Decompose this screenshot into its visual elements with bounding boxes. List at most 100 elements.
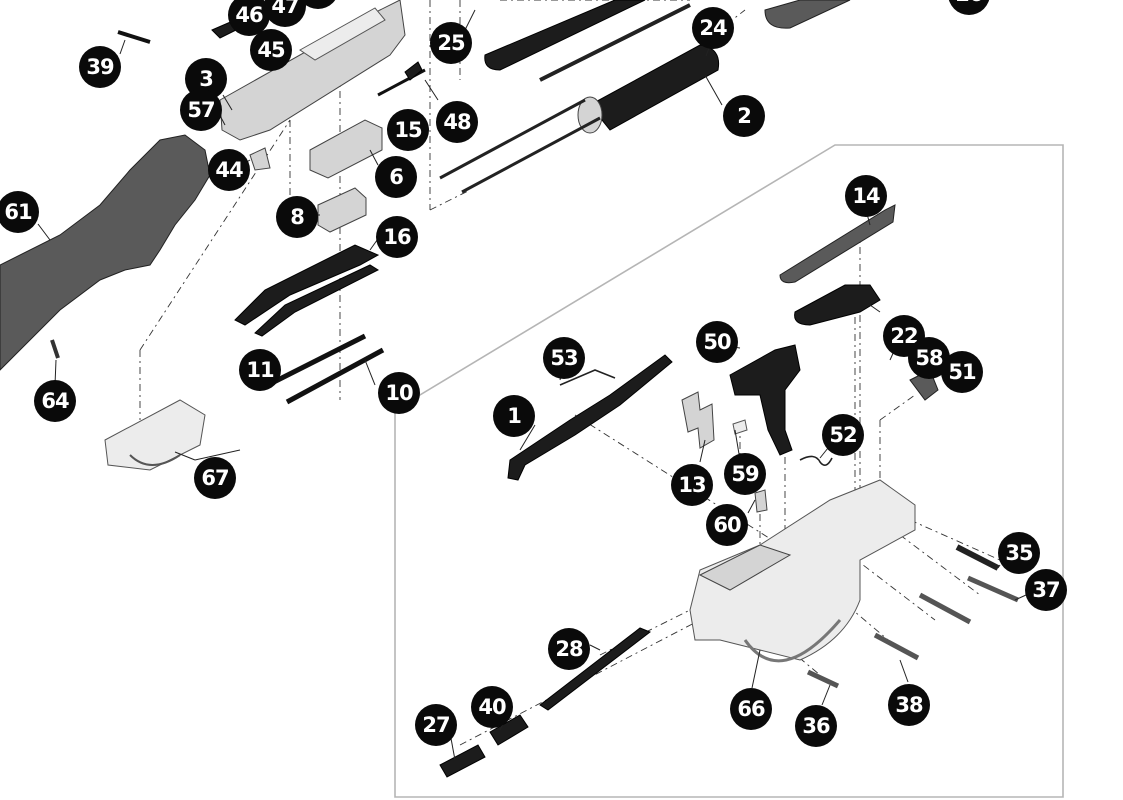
part-14-carrier-dog bbox=[779, 204, 896, 284]
svg-text:24: 24 bbox=[699, 16, 727, 40]
callout-8: 8 bbox=[276, 196, 318, 238]
part-16-action-slide bbox=[234, 244, 380, 337]
callout-50: 50 bbox=[696, 321, 738, 363]
part-64-screw bbox=[50, 339, 60, 359]
svg-text:1: 1 bbox=[507, 404, 521, 428]
svg-text:36: 36 bbox=[802, 714, 830, 738]
part-57-receiver bbox=[219, 0, 406, 141]
part-1-slide-arm bbox=[507, 354, 673, 481]
callout-49: 49 bbox=[300, 0, 336, 9]
part-48-firing-pin bbox=[377, 61, 426, 97]
svg-text:58: 58 bbox=[915, 346, 943, 370]
part-2-barrel bbox=[577, 44, 720, 134]
part-53-spring bbox=[559, 369, 616, 386]
svg-text:6: 6 bbox=[389, 165, 403, 189]
svg-text:64: 64 bbox=[41, 389, 69, 413]
svg-text:48: 48 bbox=[443, 110, 471, 134]
part-15-bolt bbox=[309, 119, 383, 179]
callout-3: 3 bbox=[185, 58, 227, 100]
part-35-pin bbox=[955, 544, 1000, 571]
part-37-pin bbox=[966, 575, 1020, 603]
svg-text:66: 66 bbox=[737, 697, 765, 721]
callout-48: 48 bbox=[436, 101, 478, 143]
callout-35: 35 bbox=[998, 532, 1040, 574]
part-66-trigger-guard bbox=[689, 479, 916, 663]
callout-10: 10 bbox=[378, 372, 420, 414]
callout-61: 61 bbox=[0, 191, 39, 233]
part-52-hammer-spring bbox=[799, 455, 833, 466]
callout-11: 11 bbox=[239, 349, 281, 391]
part-rod-top bbox=[539, 3, 691, 82]
svg-text:35: 35 bbox=[1005, 541, 1033, 565]
callout-37: 37 bbox=[1025, 569, 1067, 611]
callout-67: 67 bbox=[194, 457, 236, 499]
svg-text:60: 60 bbox=[713, 513, 741, 537]
part-27-spring bbox=[439, 744, 486, 778]
callout-13: 13 bbox=[671, 464, 713, 506]
callout-28: 28 bbox=[548, 628, 590, 670]
svg-text:14: 14 bbox=[852, 184, 880, 208]
svg-text:40: 40 bbox=[478, 695, 506, 719]
part-67-trigger-group-small bbox=[104, 399, 206, 471]
svg-text:50: 50 bbox=[703, 330, 731, 354]
svg-text:57: 57 bbox=[187, 98, 214, 122]
callout-14: 14 bbox=[845, 175, 887, 217]
svg-text:51: 51 bbox=[948, 360, 976, 384]
callout-66: 66 bbox=[730, 688, 772, 730]
svg-text:52: 52 bbox=[829, 423, 856, 447]
svg-text:44: 44 bbox=[215, 158, 243, 182]
part-25-magazine-tube bbox=[484, 0, 646, 71]
svg-text:8: 8 bbox=[290, 205, 304, 229]
callout-60: 60 bbox=[706, 504, 748, 546]
callout-39: 39 bbox=[79, 46, 121, 88]
svg-text:16: 16 bbox=[383, 225, 411, 249]
svg-text:25: 25 bbox=[437, 31, 465, 55]
svg-text:38: 38 bbox=[895, 693, 923, 717]
svg-text:27: 27 bbox=[422, 713, 449, 737]
callout-59: 59 bbox=[724, 453, 766, 495]
callout-24: 24 bbox=[692, 7, 734, 49]
svg-text:3: 3 bbox=[199, 67, 213, 91]
svg-text:28: 28 bbox=[555, 637, 583, 661]
detail-inset-frame bbox=[394, 144, 1064, 798]
part-11-rail bbox=[260, 333, 367, 391]
callout-51: 51 bbox=[941, 351, 983, 393]
callout-52: 52 bbox=[822, 414, 864, 456]
part-60-pin bbox=[754, 489, 768, 513]
callout-26: 26 bbox=[948, 0, 990, 15]
part-36-pin bbox=[806, 669, 840, 689]
part-8-bolt-slide bbox=[317, 187, 367, 233]
callout-57: 57 bbox=[180, 89, 222, 131]
callout-25: 25 bbox=[430, 22, 472, 64]
callout-53: 53 bbox=[543, 337, 585, 379]
callout-6: 6 bbox=[375, 156, 417, 198]
callout-58: 58 bbox=[908, 337, 950, 379]
callout-46: 46 bbox=[228, 0, 270, 36]
part-38-pin-b bbox=[873, 632, 920, 661]
part-40-plunger bbox=[489, 714, 529, 746]
svg-text:39: 39 bbox=[86, 55, 114, 79]
svg-text:45: 45 bbox=[257, 38, 285, 62]
callout-1: 1 bbox=[493, 395, 535, 437]
part-39-pin bbox=[117, 30, 151, 44]
part-action-bars bbox=[439, 98, 601, 194]
callout-47: 47 bbox=[264, 0, 306, 27]
svg-text:53: 53 bbox=[550, 346, 577, 370]
callout-36: 36 bbox=[795, 705, 837, 747]
svg-text:15: 15 bbox=[394, 118, 422, 142]
callout-44: 44 bbox=[208, 149, 250, 191]
part-28-safety-bar bbox=[539, 627, 652, 711]
part-13-disconnector bbox=[681, 391, 715, 449]
svg-text:11: 11 bbox=[246, 358, 274, 382]
svg-text:46: 46 bbox=[235, 3, 263, 27]
callout-38: 38 bbox=[888, 684, 930, 726]
svg-text:47: 47 bbox=[271, 0, 298, 18]
part-44-latch bbox=[249, 147, 271, 171]
callout-27: 27 bbox=[415, 704, 457, 746]
svg-text:37: 37 bbox=[1032, 578, 1059, 602]
callout-2: 2 bbox=[723, 95, 765, 137]
svg-text:10: 10 bbox=[385, 381, 413, 405]
svg-text:59: 59 bbox=[731, 462, 759, 486]
callout-40: 40 bbox=[471, 686, 513, 728]
